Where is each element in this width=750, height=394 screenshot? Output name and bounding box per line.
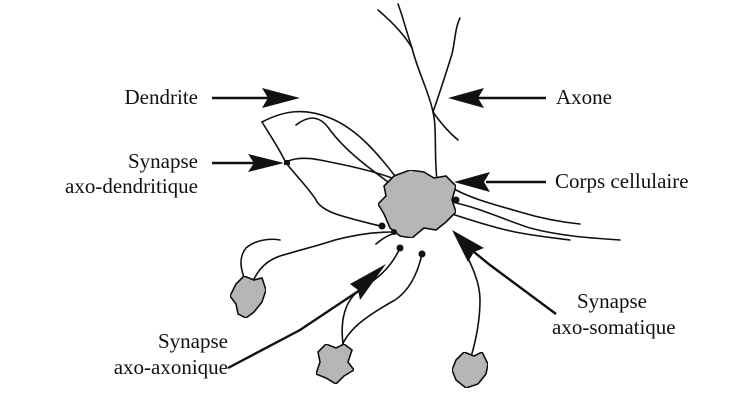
bouton-axo-somatique	[453, 197, 460, 204]
axon	[378, 4, 460, 180]
label-synapse-axo-somatique-1: Synapse	[548, 290, 676, 312]
presynaptic-cell-right	[452, 352, 488, 388]
bouton-3	[419, 251, 426, 258]
arrow-axo-somatique	[474, 252, 556, 314]
bouton-2	[397, 245, 404, 252]
label-dendrite: Dendrite	[80, 86, 198, 108]
label-synapse-axo-dendritique-2: axo-dendritique	[60, 175, 198, 197]
label-axone: Axone	[556, 86, 612, 108]
label-synapse-axo-axonique-1: Synapse	[90, 330, 228, 352]
bouton-1	[379, 223, 386, 230]
label-corps-cellulaire: Corps cellulaire	[555, 170, 689, 192]
label-synapse-axo-axonique-2: axo-axonique	[90, 356, 228, 378]
presynaptic-fibers	[241, 122, 480, 357]
presynaptic-cell-center	[316, 344, 354, 384]
label-synapse-axo-dendritique-1: Synapse	[60, 150, 198, 172]
bouton-4	[391, 229, 397, 235]
bouton-axo-dendritique	[284, 160, 290, 165]
cell-body	[378, 170, 456, 238]
presynaptic-cell-left	[230, 276, 266, 318]
label-synapse-axo-somatique-2: axo-somatique	[552, 316, 676, 338]
